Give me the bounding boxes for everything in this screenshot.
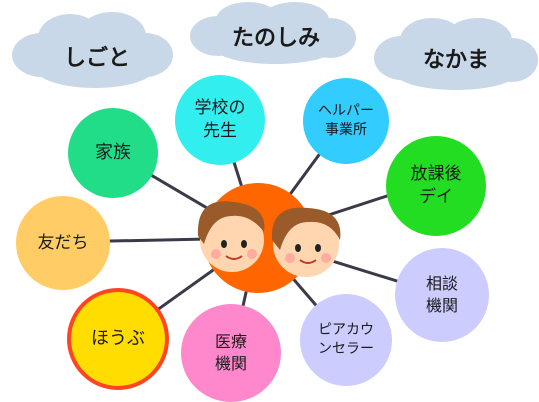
node-label-peer-counselor: ピアカウ ンセラー (318, 322, 374, 357)
node-family: 家族 (68, 108, 158, 198)
node-label-helper-office: ヘルパー 事業所 (318, 103, 374, 138)
node-label-consultation: 相談 機関 (425, 274, 458, 315)
node-peer-counselor: ピアカウ ンセラー (300, 294, 392, 386)
node-school-teacher: 学校の 先生 (175, 75, 265, 165)
cloud-fun (190, 2, 356, 64)
node-medical: 医療 機関 (181, 304, 281, 402)
cloud-label-friends: なかま (422, 48, 489, 73)
node-label-after-school-day: 放課後 デイ (410, 164, 462, 207)
cloud-friends (374, 18, 538, 90)
cloud-label-fun: たのしみ (231, 26, 320, 51)
node-label-friend: 友だち (37, 232, 89, 253)
node-hobu: ほうぶ (67, 288, 169, 390)
cloud-label-work: しごと (63, 46, 130, 71)
cloud-work (12, 12, 173, 88)
child-face-right-icon (271, 207, 341, 277)
node-consultation: 相談 機関 (395, 248, 489, 342)
node-after-school-day: 放課後 デイ (386, 136, 486, 236)
node-label-school-teacher: 学校の 先生 (194, 98, 246, 141)
node-label-hobu: ほうぶ (91, 327, 145, 349)
node-label-family: 家族 (95, 141, 131, 163)
child-face-left-icon (197, 201, 265, 272)
node-friend: 友だち (16, 196, 110, 290)
node-label-medical: 医療 機関 (214, 332, 247, 373)
node-helper-office: ヘルパー 事業所 (303, 78, 389, 164)
